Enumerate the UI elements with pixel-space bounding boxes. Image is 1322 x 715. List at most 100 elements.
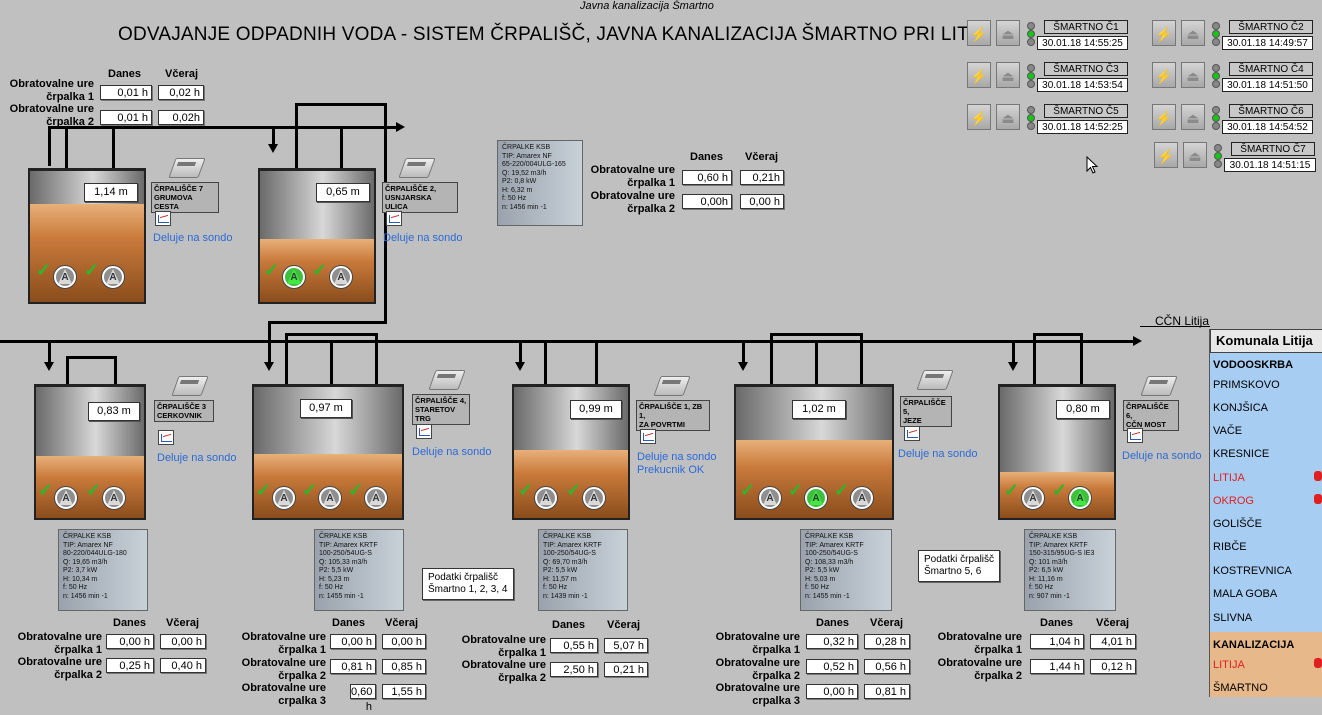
nav-item-konjsica[interactable]: KONJŠICA (1213, 402, 1269, 414)
alarm-icon[interactable]: ⏏ (1181, 62, 1205, 88)
s1-p2-yest: 0,21 h (604, 662, 648, 677)
trend-chart-icon[interactable] (386, 211, 402, 226)
power-icon[interactable]: ⚡ (1152, 104, 1176, 130)
status-s4: Deluje na sondo (412, 446, 492, 458)
controller-icon (1140, 376, 1178, 396)
pump-s3-2[interactable]: A (103, 487, 125, 509)
pump-s5-2[interactable]: A (805, 487, 827, 509)
station-label-s4: ČRPALIŠČE 4, STARETOV TRG (412, 394, 470, 425)
col-danes: Danes (690, 151, 724, 163)
status-s2: Deluje na sondo (383, 232, 463, 244)
controller-icon (171, 376, 209, 396)
check-icon: ✓ (264, 260, 280, 280)
col-vceraj: Včeraj (1096, 617, 1130, 629)
status-s6: Deluje na sondo (1122, 450, 1202, 462)
s1-p2-today: 2,50 h (550, 662, 598, 677)
hours-label-1: Obratovalne ure črpalka 1 (590, 164, 675, 189)
s3-p2-yest: 0,40 h (160, 658, 206, 673)
hours-label-2: Obratovalne ure črpalka 2 (937, 657, 1022, 682)
pump-spec-s1: ČRPALKE KSB TIP: Amarex KRTF 100-250/54U… (538, 529, 628, 611)
station-label-s2: ČRPALIŠČE 2, USNJARSKA ULICA (382, 182, 458, 213)
pump-s5-1[interactable]: A (759, 487, 781, 509)
pump-s2-2[interactable]: A (330, 266, 352, 288)
pump-s7-1[interactable]: A (54, 266, 76, 288)
alarm-icon[interactable]: ⏏ (996, 20, 1020, 46)
controller-icon (428, 370, 466, 390)
hours-label-1: Obratovalne ure črpalka 1 (937, 631, 1022, 656)
pump-s6-2[interactable]: A (1069, 487, 1091, 509)
alarm-bell-icon (1314, 494, 1322, 504)
alarm-icon[interactable]: ⏏ (1181, 104, 1205, 130)
nav-item-kanal-litija[interactable]: LITIJA (1213, 659, 1245, 671)
power-icon[interactable]: ⚡ (1154, 142, 1178, 168)
pump-s4-1[interactable]: A (273, 487, 295, 509)
s3-p2-today: 0,25 h (106, 658, 154, 673)
controller-icon (653, 376, 691, 396)
nav-item-kanal-smartno[interactable]: ŠMARTNO (1213, 682, 1268, 694)
hours-label-2: Obratovalne ure črpalka 2 (241, 657, 326, 682)
pump-s2-1[interactable]: A (283, 266, 305, 288)
check-icon: ✓ (518, 480, 534, 500)
trend-chart-icon[interactable] (416, 424, 432, 439)
nav-item-mala-goba[interactable]: MALA GOBA (1213, 588, 1278, 600)
pump-s3-1[interactable]: A (55, 487, 77, 509)
s5-p1-yest: 0,28 h (864, 634, 910, 649)
status-s5: Deluje na sondo (898, 448, 978, 460)
nav-item-litija[interactable]: LITIJA (1213, 472, 1245, 484)
nav-item-kresnice[interactable]: KRESNICE (1213, 448, 1270, 460)
station-label-s1: ČRPALIŠČE 1, ZB 1, ZA POVRTMI (636, 400, 710, 431)
hours-label-2: Obratovalne ure črpalka 2 (17, 656, 102, 681)
s6-p1-today: 1,04 h (1030, 634, 1084, 649)
top-p2-yest: 0,02h (158, 110, 204, 125)
station-label-s7: ČRPALIŠČE 7 GRUMOVA CESTA (151, 182, 219, 213)
nav-item-slivna[interactable]: SLIVNA (1213, 612, 1253, 624)
nav-item-golisce[interactable]: GOLIŠČE (1213, 518, 1262, 530)
col-vceraj: Včeraj (385, 617, 419, 629)
check-icon: ✓ (302, 480, 318, 500)
section-vodooskrba: VODOOSKRBA (1213, 359, 1294, 371)
trend-chart-icon[interactable] (158, 430, 174, 445)
tooltip-smartno-5-6[interactable]: Podatki črpališč Šmartno 5, 6 (918, 550, 1001, 582)
s6-p1-yest: 4,01 h (1090, 634, 1136, 649)
hours-label-2: Obratovalne ure črpalka 2 (715, 657, 800, 682)
page-title: ODVAJANJE ODPADNIH VODA - SISTEM ČRPALIŠ… (118, 24, 990, 45)
pump-s6-1[interactable]: A (1022, 487, 1044, 509)
alarm-icon[interactable]: ⏏ (996, 104, 1020, 130)
level-s5: 1,02 m (792, 400, 846, 419)
trend-chart-icon[interactable] (904, 426, 920, 441)
check-icon: ✓ (566, 480, 582, 500)
kanalizacija-section (1210, 632, 1322, 697)
nav-item-okrog[interactable]: OKROG (1213, 495, 1254, 507)
power-icon[interactable]: ⚡ (967, 104, 991, 130)
top-p1-today: 0,01 h (100, 85, 152, 100)
col-danes: Danes (1040, 617, 1074, 629)
alarm-icon[interactable]: ⏏ (1183, 142, 1207, 168)
controller-icon (168, 158, 206, 178)
alarm-icon[interactable]: ⏏ (1181, 20, 1205, 46)
tooltip-smartno-1-4[interactable]: Podatki črpališč Šmartno 1, 2, 3, 4 (422, 568, 514, 600)
pump-s4-3[interactable]: A (365, 487, 387, 509)
pump-s4-2[interactable]: A (319, 487, 341, 509)
power-icon[interactable]: ⚡ (967, 62, 991, 88)
nav-item-primskovo[interactable]: PRIMSKOVO (1213, 379, 1280, 391)
power-icon[interactable]: ⚡ (1152, 62, 1176, 88)
power-icon[interactable]: ⚡ (1152, 20, 1176, 46)
nav-item-kostrevnica[interactable]: KOSTREVNICA (1213, 565, 1292, 577)
col-vceraj: Včeraj (745, 151, 779, 163)
pump-s1-1[interactable]: A (535, 487, 557, 509)
s1-p1-today: 0,55 h (550, 638, 598, 653)
power-icon[interactable]: ⚡ (967, 20, 991, 46)
pump-s7-2[interactable]: A (102, 266, 124, 288)
s3-p1-yest: 0,00 h (160, 634, 206, 649)
alarm-icon[interactable]: ⏏ (996, 62, 1020, 88)
trend-chart-icon[interactable] (155, 211, 171, 226)
col-danes: Danes (332, 617, 366, 629)
nav-item-ribce[interactable]: RIBČE (1213, 541, 1247, 553)
level-s6: 0,80 m (1056, 400, 1110, 419)
nav-item-vace[interactable]: VAČE (1213, 425, 1243, 437)
pump-s5-3[interactable]: A (851, 487, 873, 509)
pump-s1-2[interactable]: A (583, 487, 605, 509)
trend-chart-icon[interactable] (1127, 428, 1143, 443)
trend-chart-icon[interactable] (640, 429, 656, 444)
pump-spec-top: ČRPALKE KSB TIP: Amarex NF 65-220/004ULG… (497, 140, 583, 226)
